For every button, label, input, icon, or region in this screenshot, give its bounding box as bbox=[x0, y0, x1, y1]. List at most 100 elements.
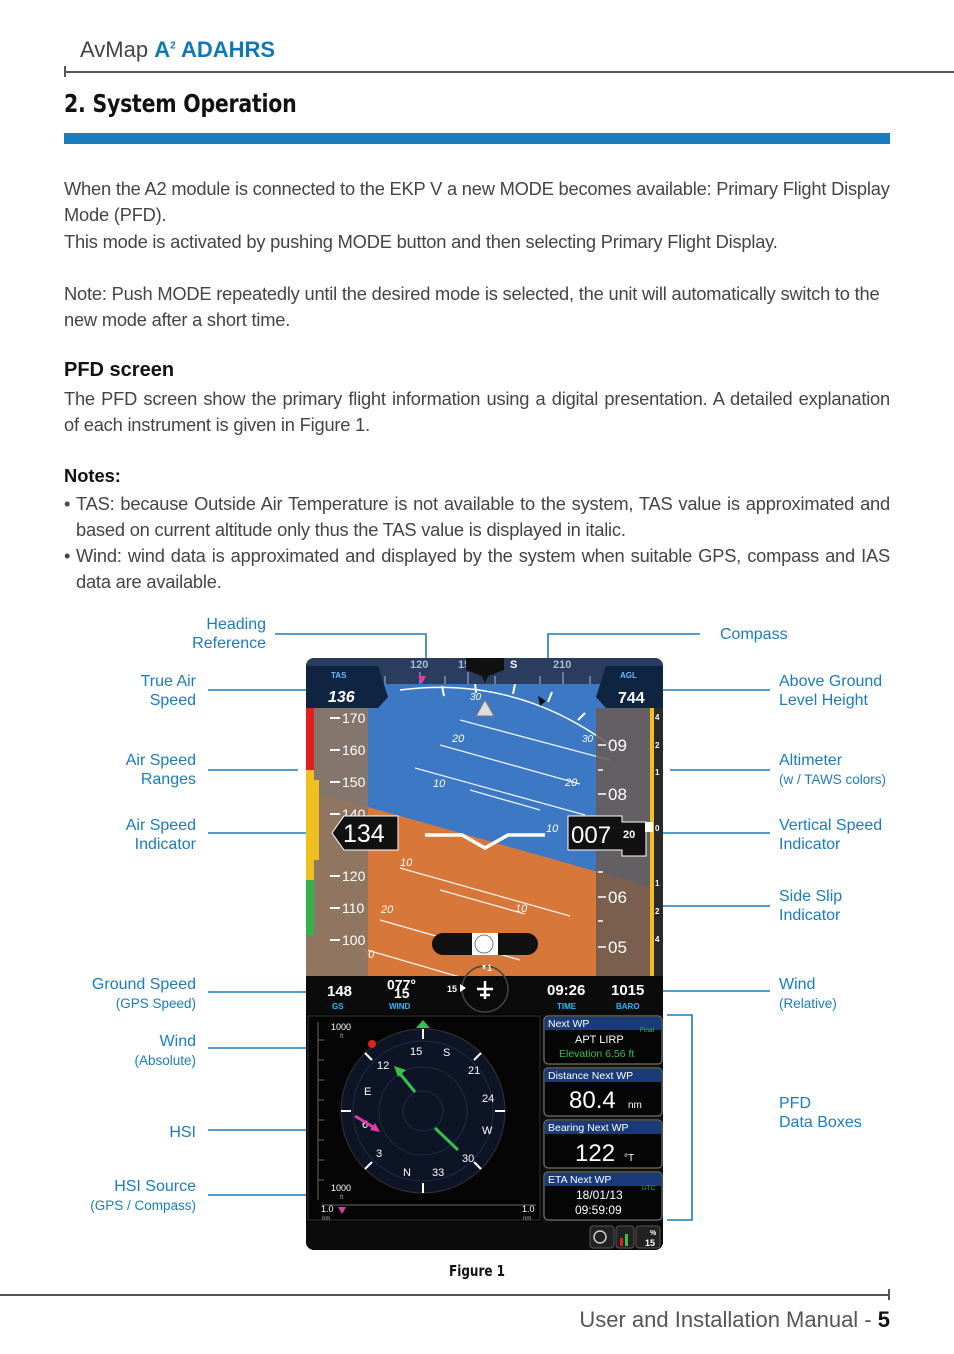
footer-rule-tick bbox=[888, 1289, 890, 1300]
compass-mark: 24 bbox=[482, 1093, 494, 1105]
gps-status-icon bbox=[589, 1225, 615, 1249]
vsi-pointer bbox=[645, 822, 653, 832]
relative-wind-arrow bbox=[460, 984, 466, 992]
data-box-bearing: Bearing Next WP 122 °T bbox=[543, 1119, 663, 1169]
wind-label: WIND bbox=[389, 1002, 411, 1011]
speed-range-green bbox=[306, 880, 314, 935]
speed-label: 110 bbox=[342, 900, 365, 916]
pfd-screen-text: The PFD screen show the primary flight i… bbox=[64, 388, 890, 436]
baro-value: 1015 bbox=[611, 982, 644, 999]
speed-label: 160 bbox=[342, 742, 366, 758]
data-box-title: Distance Next WP bbox=[548, 1070, 633, 1082]
status-percent: % bbox=[650, 1230, 657, 1237]
vsi-label: 0 bbox=[655, 824, 660, 833]
label-hsi: HSI bbox=[169, 1124, 196, 1141]
footer-text: User and Installation Manual - 5 bbox=[579, 1307, 890, 1332]
taws-yellow-band bbox=[650, 708, 654, 976]
compass-mark: 15 bbox=[410, 1046, 422, 1058]
brand-name: AvMap bbox=[80, 37, 149, 62]
pfd-screen-heading: PFD screen bbox=[64, 359, 175, 381]
hsi-range-right-unit: nm bbox=[523, 1216, 531, 1222]
notes-heading: Notes: bbox=[64, 465, 121, 486]
altitude-tape-labels: 09 08 06 05 bbox=[608, 736, 627, 957]
roll-ticks bbox=[441, 684, 586, 721]
baro-label: BARO bbox=[616, 1002, 640, 1011]
note-item: •Wind: wind data is approximated and dis… bbox=[64, 545, 890, 593]
agl-box bbox=[596, 666, 663, 708]
header-rule bbox=[64, 71, 954, 73]
aircraft-symbol bbox=[425, 833, 545, 851]
speed-range-yellow-inner bbox=[314, 780, 319, 860]
compass-mark: 30 bbox=[462, 1153, 474, 1165]
pitch-label: 10 bbox=[400, 857, 413, 869]
compass-mark: 12 bbox=[377, 1060, 389, 1072]
agl-label: AGL bbox=[620, 671, 637, 680]
pitch-label: 20 bbox=[564, 777, 578, 789]
roll-arc bbox=[399, 686, 611, 746]
hsi-range-right: 1.0 bbox=[522, 1204, 535, 1214]
speed-range-yellow bbox=[306, 770, 314, 880]
compass-mark: E bbox=[364, 1086, 371, 1098]
tas-label: TAS bbox=[331, 671, 347, 680]
page-number: 5 bbox=[877, 1307, 890, 1332]
roll-pointer bbox=[475, 698, 495, 717]
label-wind-relative: Wind(Relative) bbox=[779, 976, 837, 1011]
roll-label: 30 bbox=[470, 692, 482, 703]
data-box-value: 80.4 bbox=[569, 1087, 616, 1114]
signal-bar-icon bbox=[620, 1238, 623, 1246]
vsi-label: 2 bbox=[655, 907, 660, 916]
pitch-ladder bbox=[359, 719, 611, 977]
pitch-label: 10 bbox=[433, 778, 446, 790]
speed-label: 120 bbox=[342, 868, 366, 884]
time-value: 09:26 bbox=[547, 982, 585, 999]
signal-bar-icon bbox=[625, 1234, 628, 1246]
vsi-label: 2 bbox=[655, 741, 660, 750]
vsi-label: 4 bbox=[655, 935, 660, 944]
relative-wind-pointer bbox=[482, 965, 486, 970]
figure-caption: Figure 1 bbox=[448, 1262, 506, 1280]
plane-icon bbox=[477, 981, 493, 999]
course-arrow-tip bbox=[394, 1066, 406, 1077]
pitch-label: 10 bbox=[546, 823, 559, 835]
vsi-label: 1 bbox=[655, 879, 660, 888]
hsi-ring-outer bbox=[352, 1040, 494, 1182]
hsi-compass-marks: 15 S 21 24 W 30 33 N 3 6 E 12 bbox=[362, 1046, 494, 1179]
hsi-scale-ticks bbox=[318, 1039, 324, 1181]
header-brand: AvMap A2 ADAHRS bbox=[80, 37, 275, 63]
heading-tick: S bbox=[510, 659, 517, 671]
data-box-eta: ETA Next WP UTC 18/01/13 09:59:09 bbox=[543, 1171, 663, 1221]
data-box-line1: 18/01/13 bbox=[576, 1188, 623, 1202]
note-item: •TAS: because Outside Air Temperature is… bbox=[64, 493, 890, 541]
hsi-range-left-unit: nm bbox=[322, 1216, 330, 1222]
hsi-ring-inner bbox=[402, 1090, 444, 1132]
data-box-tag: UTC bbox=[642, 1185, 656, 1192]
altitude-value: 007 bbox=[571, 822, 611, 849]
status-value: 15 bbox=[645, 1238, 655, 1248]
speed-range-red bbox=[306, 708, 314, 770]
section-bar bbox=[64, 133, 890, 144]
hsi-lubber-line bbox=[416, 1020, 430, 1028]
hsi-range-left: 1.0 bbox=[321, 1204, 334, 1214]
speed-label: 100 bbox=[342, 932, 366, 948]
time-label: TIME bbox=[557, 1002, 577, 1011]
battery-status-icon bbox=[635, 1225, 661, 1249]
data-box-line1: APT LIRP bbox=[575, 1034, 624, 1046]
compass-mark: 21 bbox=[468, 1065, 480, 1077]
speed-ticks bbox=[330, 717, 340, 941]
label-wind-absolute: Wind(Absolute) bbox=[134, 1033, 196, 1068]
data-box-line2: Elevation 6.56 ft bbox=[559, 1048, 634, 1060]
hsi-frame bbox=[307, 1015, 541, 1221]
compass-mark: W bbox=[482, 1125, 493, 1137]
slip-ball bbox=[474, 934, 494, 954]
footer-rule bbox=[0, 1294, 890, 1296]
hsi-major-ticks bbox=[341, 1029, 505, 1193]
heading-bug bbox=[418, 676, 426, 684]
altitude-ticks bbox=[598, 744, 606, 948]
wind-direction: 077° bbox=[387, 976, 416, 992]
relative-wind-speed: 15 bbox=[447, 984, 457, 994]
compass-mark: 33 bbox=[432, 1167, 444, 1179]
heading-tick: 210 bbox=[553, 659, 571, 671]
